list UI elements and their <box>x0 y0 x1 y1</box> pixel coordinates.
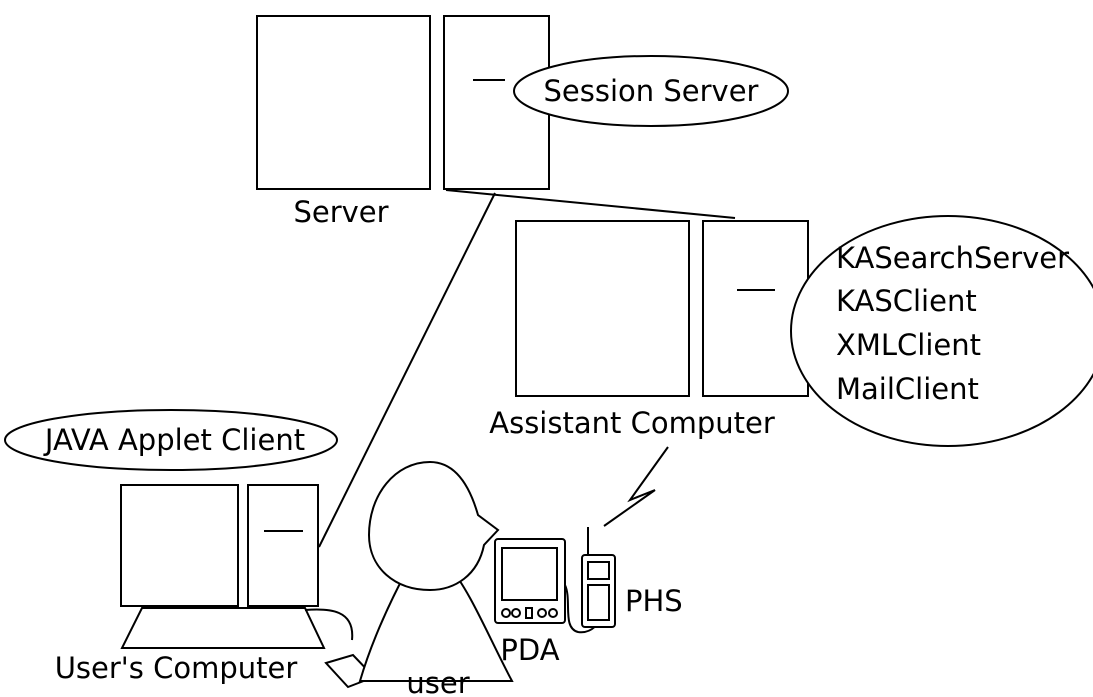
phs-keypad <box>587 584 610 621</box>
users-computer-label: User's Computer <box>55 651 298 685</box>
pda-label: PDA <box>500 633 559 667</box>
session-server-label: Session Server <box>544 74 759 108</box>
server-user-computer-link <box>318 192 496 548</box>
assistant-software-bubble <box>790 215 1093 447</box>
assistant-monitor <box>515 220 690 397</box>
user-head <box>367 460 500 592</box>
applet-client-bubble <box>4 409 338 471</box>
software-kasearchserver: KASearchServer <box>836 241 1069 275</box>
phs-screen <box>587 561 610 580</box>
assistant-tower <box>702 220 809 397</box>
phs-label: PHS <box>625 584 683 618</box>
assistant-computer-label: Assistant Computer <box>489 406 775 440</box>
users-computer-group: JAVA Applet Client User's Computer <box>4 409 376 689</box>
pda-button-middle <box>525 607 533 619</box>
software-mailclient: MailClient <box>836 372 979 406</box>
phs-device: PHS <box>564 527 683 634</box>
pda-device: PDA <box>494 538 566 667</box>
server-group: Session Server Server <box>256 15 789 229</box>
pda-screen <box>501 547 558 601</box>
wireless-signal-icon <box>603 446 669 527</box>
pda-button-center-left <box>511 608 521 618</box>
assistant-computer-group: KASearchServer KASClient XMLClient MailC… <box>489 215 1093 447</box>
user-figure: user <box>358 460 514 697</box>
pda-button-right <box>548 608 558 618</box>
user-label: user <box>406 666 469 697</box>
server-monitor <box>256 15 431 190</box>
user-tower <box>247 484 319 607</box>
session-server-bubble <box>513 55 789 127</box>
pda-button-center-right <box>537 608 547 618</box>
user-monitor <box>120 484 239 607</box>
mouse-cable <box>304 608 354 641</box>
user-body <box>358 563 514 682</box>
user-keyboard <box>120 607 326 649</box>
applet-client-label: JAVA Applet Client <box>43 423 305 457</box>
pda-button-left <box>501 608 511 618</box>
software-kasclient: KASClient <box>836 284 977 318</box>
server-label: Server <box>293 195 388 229</box>
software-xmlclient: XMLClient <box>836 328 981 362</box>
